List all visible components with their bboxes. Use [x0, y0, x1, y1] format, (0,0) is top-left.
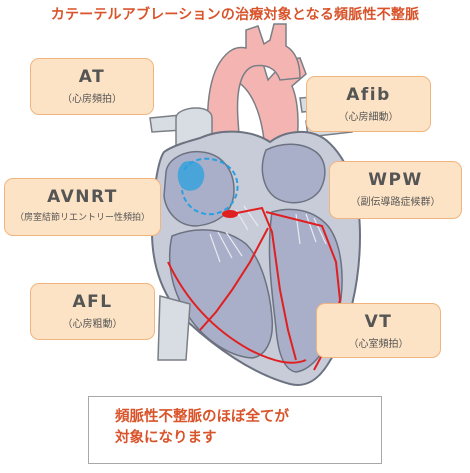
- reentry-zone: [177, 160, 205, 191]
- label-wpw-abbr: WPW: [368, 170, 423, 190]
- label-afib-abbr: Afib: [346, 85, 391, 105]
- summary-note: 頻脈性不整脈のほぼ全てが 対象になります: [88, 396, 382, 464]
- label-avnrt-name: （房室結節リエントリー性頻拍）: [14, 213, 150, 223]
- left-atrium: [261, 143, 326, 204]
- label-vt-abbr: VT: [364, 312, 393, 332]
- label-afl-name: （心房粗動）: [62, 319, 123, 330]
- summary-note-line-2: 対象になります: [115, 430, 217, 446]
- label-at-name: （心房頻拍）: [62, 94, 122, 105]
- label-vt: VT （心室頻拍）: [316, 303, 441, 358]
- label-afib: Afib （心房細動）: [306, 76, 431, 132]
- label-avnrt: AVNRT （房室結節リエントリー性頻拍）: [4, 178, 161, 236]
- label-avnrt-abbr: AVNRT: [47, 187, 118, 207]
- label-at-abbr: AT: [78, 67, 106, 87]
- valve-fibers: [209, 205, 327, 263]
- av-node: [222, 210, 238, 218]
- summary-note-line-1: 頻脈性不整脈のほぼ全てが: [115, 409, 289, 425]
- label-afl: AFL （心房粗動）: [30, 283, 155, 340]
- label-vt-name: （心室頻拍）: [348, 339, 409, 350]
- inferior-vena-cava: [157, 295, 191, 361]
- label-wpw-name: （副伝導路症候群）: [350, 197, 441, 208]
- reentry-circuit: [181, 157, 239, 216]
- diagram-title: カテーテルアブレーションの治療対象となる頻脈性不整脈: [50, 7, 420, 23]
- label-afib-name: （心房細動）: [338, 112, 399, 123]
- label-wpw: WPW （副伝導路症候群）: [329, 161, 462, 219]
- label-at: AT （心房頻拍）: [30, 58, 154, 115]
- label-afl-abbr: AFL: [72, 292, 113, 312]
